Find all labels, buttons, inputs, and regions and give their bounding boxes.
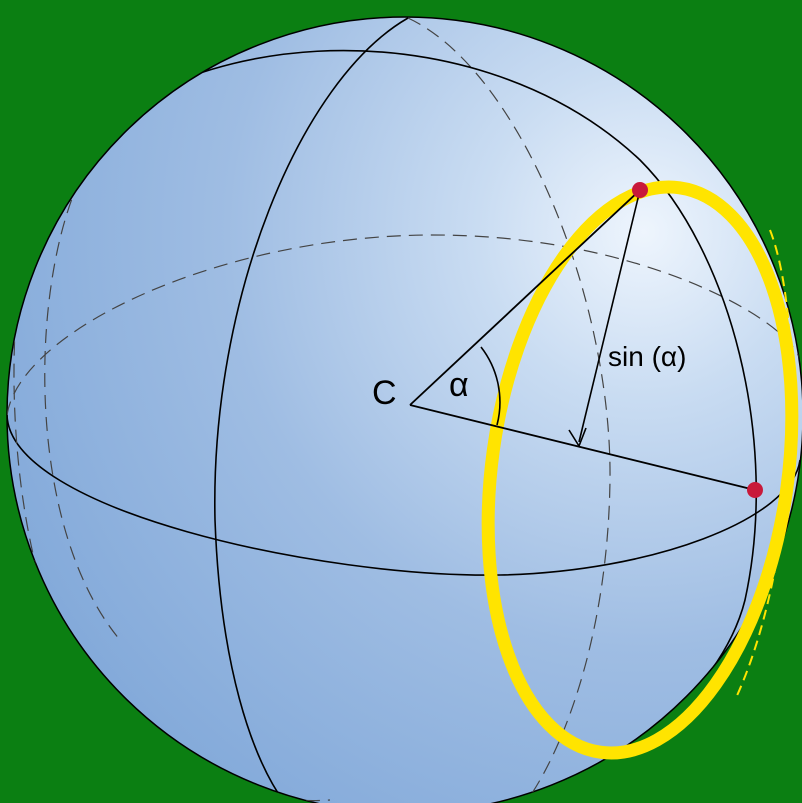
sine-arrow-line bbox=[578, 189, 641, 443]
center-label: C bbox=[372, 374, 397, 412]
sine-arrow-head bbox=[568, 427, 587, 448]
sine-label: sin (α) bbox=[608, 341, 686, 372]
angle-label: α bbox=[449, 366, 469, 404]
radius-to-point-2 bbox=[409, 404, 756, 491]
angle-arc bbox=[480, 346, 501, 426]
point-marker-top bbox=[632, 182, 648, 198]
left-back-arc bbox=[44, 159, 121, 641]
radius-to-point-1 bbox=[409, 189, 641, 406]
sphere bbox=[6, 16, 802, 803]
equator-front bbox=[7, 414, 801, 576]
meridian-front bbox=[214, 17, 409, 803]
equator-back bbox=[7, 234, 801, 416]
point-marker-right bbox=[747, 482, 763, 498]
